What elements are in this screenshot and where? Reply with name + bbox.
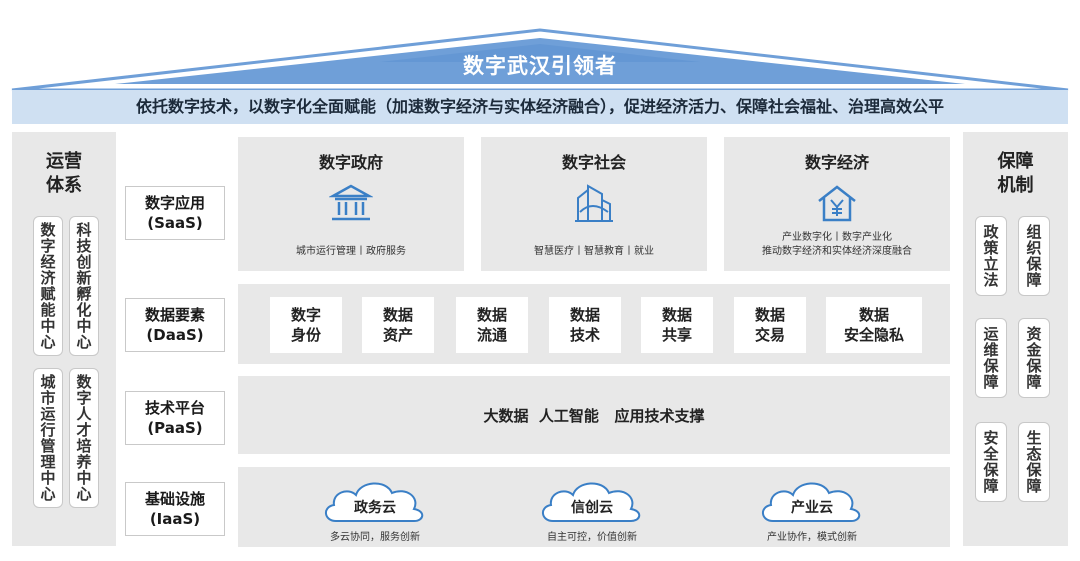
guarantee-mechanism-title: 保障 机制 <box>997 151 1034 196</box>
layer-label-daas: 数据要素(DaaS) <box>125 298 225 352</box>
xinchuang-cloud-icon <box>542 482 641 522</box>
cloud-description: 产业协作，模式创新 <box>767 532 857 543</box>
data-item-security-privacy: 数据安全隐私 <box>826 297 922 353</box>
app-description: 城市运行管理丨政府服务 <box>296 246 406 257</box>
guarantee-item-6: 生态保障 <box>1018 422 1050 502</box>
guarantee-item-1: 政策立法 <box>975 216 1007 296</box>
guarantee-item-2: 组织保障 <box>1018 216 1050 296</box>
technology-platform-panel: 大数据 人工智能 应用技术支撑 <box>238 376 950 454</box>
cloud-label: 产业云 <box>791 500 833 516</box>
operation-system-panel: 运营 体系 <box>12 132 116 546</box>
cloud-description: 多云协同，服务创新 <box>330 532 420 543</box>
operation-item-3: 城市运行管理中心 <box>33 368 63 508</box>
cloud-label: 政务云 <box>354 500 396 516</box>
cloud-description: 自主可控，价值创新 <box>547 532 637 543</box>
app-title: 数字社会 <box>561 153 626 172</box>
guarantee-item-5: 安全保障 <box>975 422 1007 502</box>
app-panel-digital-economy: 数字经济 产业数字化丨数字产业化 推动数字经济和实体经济深度融合 <box>724 137 950 271</box>
data-item-data-assets: 数据资产 <box>362 297 434 353</box>
app-description: 产业数字化丨数字产业化 <box>782 232 892 243</box>
data-item-data-technology: 数据技术 <box>549 297 621 353</box>
operation-item-1: 数字经济赋能中心 <box>33 216 63 356</box>
yuan-house-icon <box>818 185 856 222</box>
cloud-label: 信创云 <box>571 500 613 516</box>
page-title: 数字武汉引领者 <box>463 54 617 78</box>
operation-item-2: 科技创新孵化中心 <box>69 216 99 356</box>
industry-cloud-icon <box>762 482 861 522</box>
app-description: 智慧医疗丨智慧教育丨就业 <box>534 246 654 257</box>
layer-label-iaas: 基础设施(IaaS) <box>125 482 225 536</box>
government-cloud-icon <box>325 482 424 522</box>
app-title: 数字政府 <box>318 153 383 172</box>
app-panel-digital-government: 数字政府 城市运行管理丨政府服务 <box>238 137 464 271</box>
data-item-data-sharing: 数据共享 <box>641 297 713 353</box>
app-description-2: 推动数字经济和实体经济深度融合 <box>762 246 912 257</box>
platform-text: 大数据 人工智能 应用技术支撑 <box>483 406 705 425</box>
data-item-data-circulation: 数据流通 <box>456 297 528 353</box>
data-item-data-trading: 数据交易 <box>734 297 806 353</box>
app-title: 数字经济 <box>804 153 869 172</box>
roof <box>11 28 1069 92</box>
guarantee-item-4: 资金保障 <box>1018 318 1050 398</box>
app-panel-digital-society: 数字社会 智慧医疗丨智慧教育丨就业 <box>481 137 707 271</box>
operation-item-4: 数字人才培养中心 <box>69 368 99 508</box>
layer-label-saas: 数字应用(SaaS) <box>125 186 225 240</box>
data-item-digital-identity: 数字身份 <box>270 297 342 353</box>
government-building-icon <box>329 184 373 221</box>
vision-statement: 依托数字技术，以数字化全面赋能（加速数字经济与实体经济融合），促进经济活力、保障… <box>12 90 1068 124</box>
city-society-icon <box>575 184 613 222</box>
operation-system-title: 运营 体系 <box>46 151 82 196</box>
guarantee-item-3: 运维保障 <box>975 318 1007 398</box>
layer-label-paas: 技术平台(PaaS) <box>125 391 225 445</box>
